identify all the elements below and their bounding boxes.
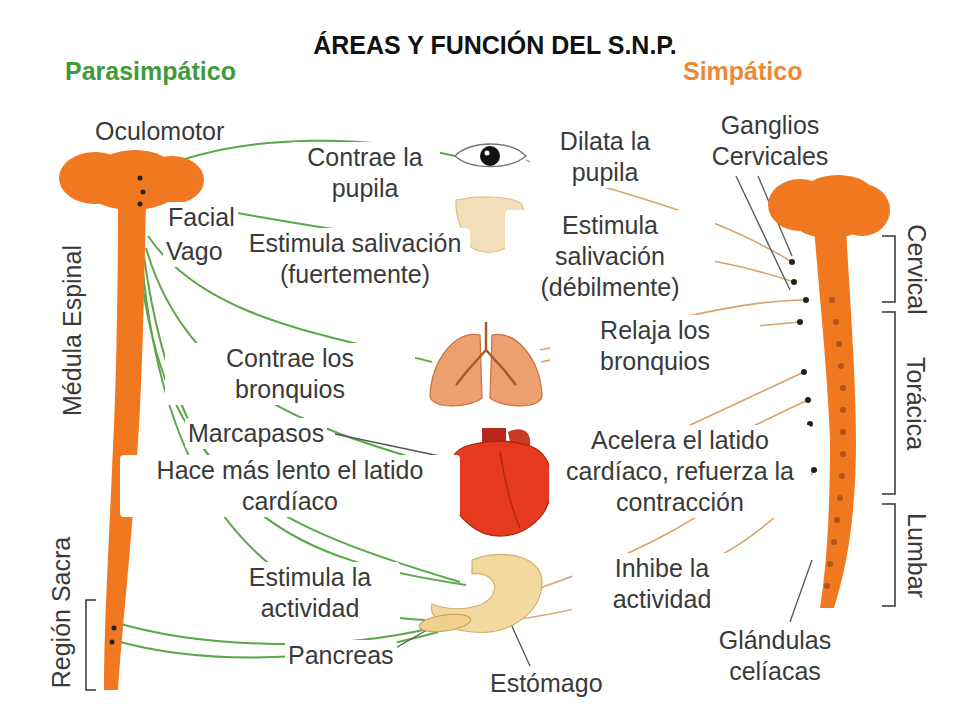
right-spinal-cord: [768, 175, 890, 608]
nerve-name: Vago: [163, 236, 226, 267]
division-heading: Parasimpático: [62, 56, 239, 87]
division-heading: Simpático: [680, 56, 805, 87]
organ-name: Pancreas: [285, 640, 397, 671]
heart-illustration: [447, 428, 552, 536]
structure-name: Marcapasos: [185, 418, 327, 449]
region-name: Región Sacra: [47, 533, 78, 690]
spinal-ganglia: [824, 297, 846, 589]
function-label: Hace más lento el latido cardíaco: [120, 455, 460, 517]
structure-name: Médula Espinal: [57, 242, 88, 419]
function-label: Estimula la actividad: [220, 562, 400, 624]
region-name: Cervical: [900, 221, 931, 317]
lungs-illustration: [430, 322, 542, 406]
diagram-title: ÁREAS Y FUNCIÓN DEL S.N.P.: [310, 30, 680, 61]
organ-name: Estómago: [487, 668, 606, 699]
region-name: Lumbar: [900, 510, 931, 601]
region-brackets: [86, 236, 895, 690]
function-label: Relaja los bronquios: [550, 315, 760, 377]
function-label: Contrae los bronquios: [165, 343, 415, 405]
nerve-name: Oculomotor: [92, 116, 227, 147]
function-label: Estimula salivación (débilmente): [505, 210, 715, 303]
stomach-illustration: [418, 554, 542, 634]
sympathetic-nerves: [468, 160, 814, 625]
structure-name: Glándulas celíacas: [685, 625, 865, 687]
function-label: Estimula salivación (fuertemente): [240, 228, 470, 290]
nerve-name: Facial: [165, 202, 238, 233]
pancreas-illustration: [418, 611, 472, 634]
function-label: Dilata la pupila: [530, 126, 680, 188]
eye-illustration: [455, 144, 526, 167]
function-label: Contrae la pupila: [290, 142, 440, 204]
function-label: Inhibe la actividad: [572, 553, 752, 615]
nerve-nuclei: [110, 176, 146, 645]
region-name: Torácica: [901, 353, 932, 452]
parasympathetic-nerves: [113, 141, 466, 658]
structure-name: Ganglios Cervicales: [680, 110, 860, 172]
function-label: Acelera el latido cardíaco, refuerza la …: [549, 425, 811, 518]
